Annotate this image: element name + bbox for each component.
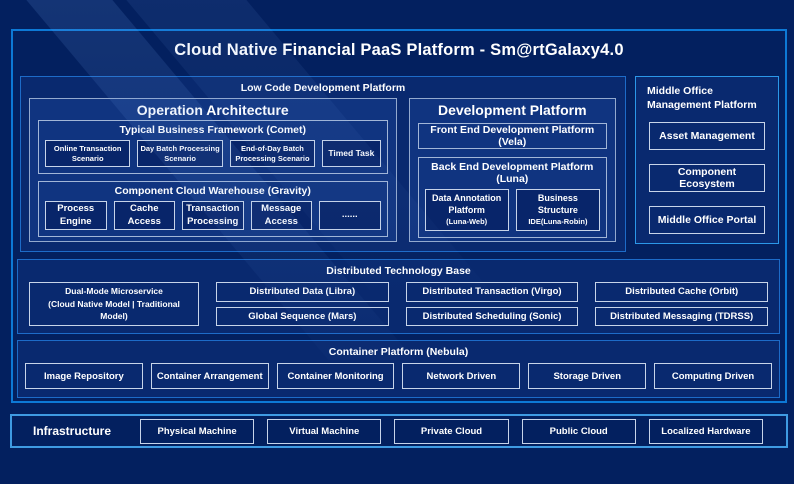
box-component-ecosystem: Component Ecosystem bbox=[649, 164, 765, 193]
box-process-engine: Process Engine bbox=[45, 201, 107, 230]
box-dual-mode-microservice: Dual-Mode Microservice (Cloud Native Mod… bbox=[29, 282, 199, 326]
distributed-technology-base-label: Distributed Technology Base bbox=[326, 265, 471, 277]
typical-business-framework-label: Typical Business Framework (Comet) bbox=[119, 124, 307, 136]
middle-office-label: Middle Office Management Platform bbox=[647, 85, 757, 112]
box-distributed-scheduling: Distributed Scheduling (Sonic) bbox=[405, 306, 579, 326]
business-structure-ide-code: IDE(Luna-Robin) bbox=[528, 216, 588, 226]
middle-office-items: Asset Management Component Ecosystem Mid… bbox=[636, 112, 778, 235]
box-container-monitoring: Container Monitoring bbox=[276, 363, 395, 389]
box-middle-office-portal: Middle Office Portal bbox=[649, 206, 765, 235]
container-platform-row: Image Repository Container Arrangement C… bbox=[18, 361, 779, 397]
operation-architecture-title: Operation Architecture bbox=[136, 102, 289, 118]
middle-office-section: Middle Office Management Platform Asset … bbox=[635, 76, 779, 244]
business-framework-row: Online Transaction Scenario Day Batch Pr… bbox=[39, 140, 387, 173]
development-platform-panel: Development Platform Front End Developme… bbox=[408, 98, 616, 242]
box-storage-driven: Storage Driven bbox=[528, 363, 647, 389]
box-front-end-development-platform: Front End Development Platform (Vela) bbox=[417, 123, 607, 149]
box-timed-task: Timed Task bbox=[322, 140, 381, 167]
box-distributed-cache: Distributed Cache (Orbit) bbox=[595, 282, 769, 302]
infrastructure-section: Infrastructure Physical Machine Virtual … bbox=[10, 414, 788, 448]
low-code-platform-body: Operation Architecture Typical Business … bbox=[21, 97, 625, 251]
box-transaction-processing: Transaction Processing bbox=[182, 201, 244, 230]
component-cloud-warehouse-group: Component Cloud Warehouse (Gravity) Proc… bbox=[38, 181, 388, 237]
box-container-arrangement: Container Arrangement bbox=[150, 363, 269, 389]
data-annotation-platform-code: (Luna-Web) bbox=[446, 216, 488, 226]
dual-mode-line: (Cloud Native Model | Traditional bbox=[48, 298, 180, 309]
back-end-development-platform-group: Back End Development Platform (Luna) Dat… bbox=[417, 157, 607, 238]
back-end-row: Data Annotation Platform (Luna-Web) Busi… bbox=[419, 189, 606, 237]
box-business-structure-ide: Business Structure IDE(Luna-Robin) bbox=[515, 189, 601, 231]
distributed-column-1: Distributed Data (Libra) Global Sequence… bbox=[216, 282, 389, 326]
distributed-column-2: Distributed Transaction (Virgo) Distribu… bbox=[405, 282, 579, 326]
distributed-body: Dual-Mode Microservice (Cloud Native Mod… bbox=[18, 280, 779, 333]
box-message-access: Message Access bbox=[250, 201, 312, 230]
container-platform-label: Container Platform (Nebula) bbox=[328, 346, 469, 358]
box-private-cloud: Private Cloud bbox=[394, 418, 509, 444]
box-distributed-messaging: Distributed Messaging (TDRSS) bbox=[595, 306, 769, 326]
box-online-transaction-scenario: Online Transaction Scenario bbox=[45, 140, 131, 167]
box-data-annotation-platform: Data Annotation Platform (Luna-Web) bbox=[424, 189, 509, 231]
box-asset-management: Asset Management bbox=[649, 122, 765, 151]
main-frame: Cloud Native Financial PaaS Platform - S… bbox=[11, 29, 787, 403]
container-platform-section: Container Platform (Nebula) Image Reposi… bbox=[17, 340, 780, 398]
component-warehouse-row: Process Engine Cache Access Transaction … bbox=[39, 201, 387, 236]
low-code-platform-label: Low Code Development Platform bbox=[240, 82, 406, 94]
box-global-sequence: Global Sequence (Mars) bbox=[216, 306, 389, 326]
infrastructure-row: Physical Machine Virtual Machine Private… bbox=[140, 418, 764, 444]
low-code-platform-section: Low Code Development Platform Operation … bbox=[20, 76, 626, 252]
component-cloud-warehouse-label: Component Cloud Warehouse (Gravity) bbox=[114, 185, 311, 197]
operation-architecture-panel: Operation Architecture Typical Business … bbox=[29, 98, 397, 242]
box-distributed-transaction: Distributed Transaction (Virgo) bbox=[405, 282, 579, 302]
box-network-driven: Network Driven bbox=[402, 363, 521, 389]
distributed-column-3: Distributed Cache (Orbit) Distributed Me… bbox=[595, 282, 769, 326]
box-distributed-data: Distributed Data (Libra) bbox=[216, 282, 389, 302]
box-cache-access: Cache Access bbox=[113, 201, 175, 230]
dual-mode-line: Model) bbox=[100, 311, 128, 322]
development-platform-title: Development Platform bbox=[437, 102, 587, 118]
box-computing-driven: Computing Driven bbox=[654, 363, 772, 389]
infrastructure-label: Infrastructure bbox=[33, 424, 112, 438]
dual-mode-line: Dual-Mode Microservice bbox=[65, 285, 163, 296]
box-virtual-machine: Virtual Machine bbox=[267, 418, 382, 444]
typical-business-framework-group: Typical Business Framework (Comet) Onlin… bbox=[38, 120, 388, 174]
box-localized-hardware: Localized Hardware bbox=[648, 418, 764, 444]
box-day-batch-processing-scenario: Day Batch Processing Scenario bbox=[137, 140, 223, 167]
box-image-repository: Image Repository bbox=[25, 363, 143, 389]
box-physical-machine: Physical Machine bbox=[140, 418, 255, 444]
business-structure-ide-name: Business Structure bbox=[537, 193, 578, 216]
distributed-technology-base-section: Distributed Technology Base Dual-Mode Mi… bbox=[17, 259, 780, 334]
page-title: Cloud Native Financial PaaS Platform - S… bbox=[174, 41, 624, 59]
box-ellipsis-more: ...... bbox=[319, 201, 381, 230]
box-public-cloud: Public Cloud bbox=[521, 418, 636, 444]
data-annotation-platform-name: Data Annotation Platform bbox=[432, 193, 502, 216]
box-end-of-day-batch-processing-scenario: End-of-Day Batch Processing Scenario bbox=[229, 140, 316, 167]
back-end-development-platform-label: Back End Development Platform (Luna) bbox=[431, 161, 594, 185]
